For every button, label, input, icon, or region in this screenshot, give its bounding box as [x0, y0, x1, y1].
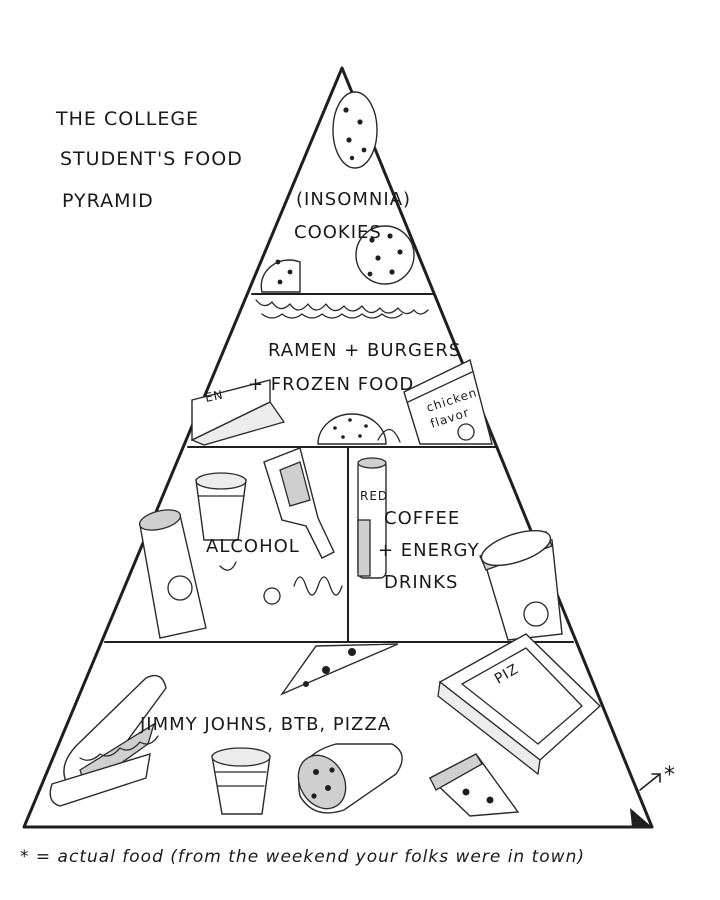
party-cup-icon	[195, 472, 247, 541]
pyramid-outline	[22, 66, 654, 829]
burger-icon	[317, 413, 401, 445]
frozen-box-text: EN	[204, 387, 225, 405]
burrito-icon	[297, 743, 403, 814]
tier-base-label: JIMMY JOHNS, BTB, PIZZA	[139, 714, 391, 735]
title-line-2: STUDENT'S FOOD	[60, 148, 243, 170]
title-line-1: THE COLLEGE	[55, 108, 199, 130]
ramen-packet-icon: chicken flavor	[403, 358, 493, 445]
coffee-cup-icon	[479, 529, 563, 641]
beer-can-icon	[138, 509, 207, 639]
energy-drink-can-icon: RED	[357, 457, 388, 579]
cookie-icon	[332, 91, 378, 169]
tier-ramen-label-1: RAMEN + BURGERS	[268, 340, 461, 361]
title-line-3: PYRAMID	[62, 190, 154, 212]
cookie-icon	[355, 225, 415, 285]
tier-coffee-label-3: DRINKS	[384, 572, 458, 593]
pizza-box-icon: PIZ	[437, 633, 602, 776]
pizza-slice-icon	[279, 643, 399, 696]
sub-sandwich-icon	[49, 674, 167, 807]
asterisk-marker: *	[639, 763, 676, 791]
tier-base: PIZ JIMMY JOHNS, BTB, PIZZA	[49, 633, 602, 817]
cookie-icon	[260, 259, 301, 293]
tier-coffee-energy: RED COFFEE + ENERGY DRINKS	[357, 457, 563, 641]
tier-cookies: (INSOMNIA) COOKIES	[260, 91, 415, 293]
tier-cookies-label-1: (INSOMNIA)	[296, 189, 411, 210]
tier-coffee-label-1: COFFEE	[384, 508, 460, 529]
asterisk-symbol: *	[664, 763, 676, 788]
tier-alcohol-label: ALCOHOL	[206, 536, 300, 557]
tier-cookies-label-2: COOKIES	[294, 222, 382, 243]
tier-coffee-label-2: + ENERGY	[378, 540, 480, 561]
bottle-icon	[263, 447, 335, 559]
tier-alcohol: ALCOHOL	[138, 447, 343, 639]
footnote: * = actual food (from the weekend your f…	[20, 847, 585, 867]
spill-squiggle	[293, 576, 343, 596]
tier-ramen-burgers: EN chicken flavor RAMEN + BURGERS + FROZ…	[190, 299, 493, 446]
tier-ramen-label-2: + FROZEN FOOD	[248, 374, 414, 395]
pizza-slice-icon	[428, 753, 520, 817]
energy-can-text: RED	[360, 489, 388, 503]
side-cup-icon	[211, 747, 271, 815]
pyramid-title: THE COLLEGE STUDENT'S FOOD PYRAMID	[55, 108, 243, 212]
frozen-food-box-icon: EN	[190, 379, 286, 446]
